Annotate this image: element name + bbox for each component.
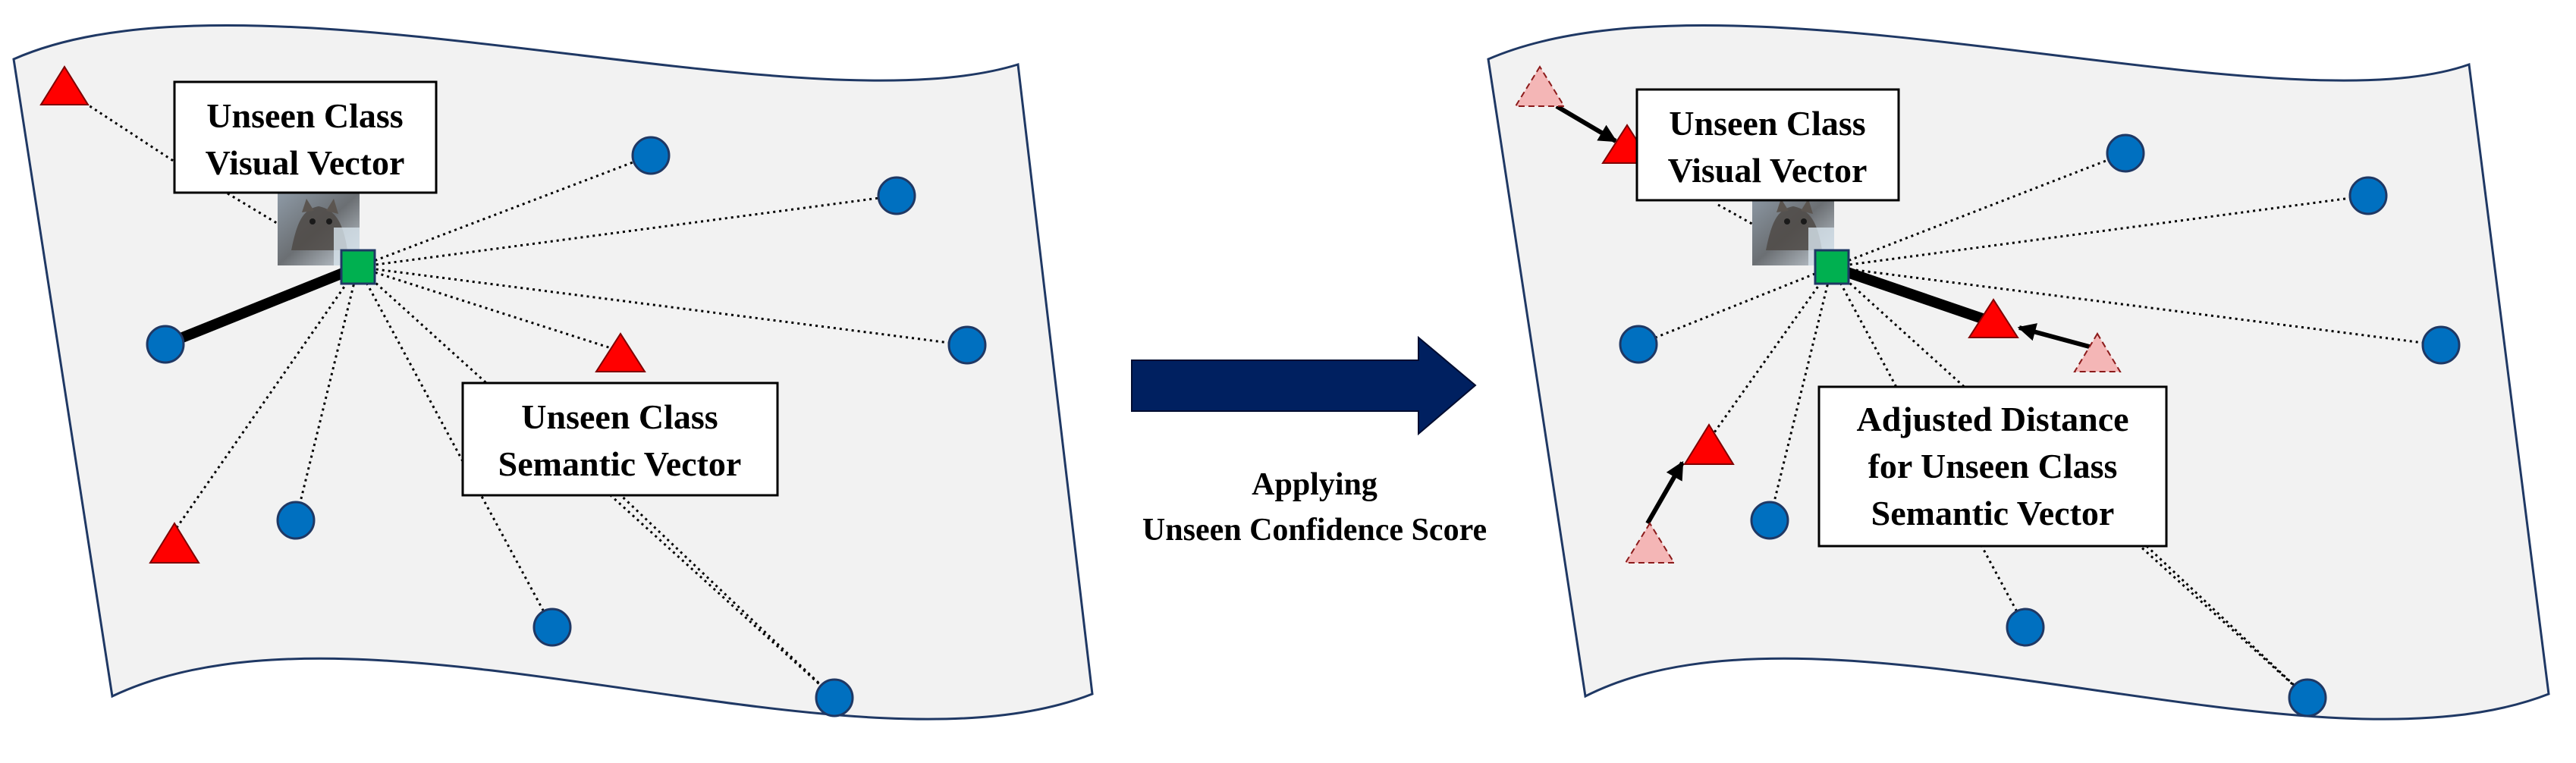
right-adjusted-distance-label: Adjusted Distance for Unseen Class Seman…	[1817, 385, 2168, 548]
original-unseen-triangle	[1624, 522, 1676, 564]
visual-label-line2: Visual Vector	[206, 143, 405, 182]
seen-class-circle	[2106, 133, 2145, 173]
visual-label-line1: Unseen Class	[206, 96, 403, 135]
adjusted-unseen-triangle	[1683, 423, 1735, 465]
original-unseen-triangle	[2073, 332, 2122, 372]
transition-arrow-icon	[1131, 335, 1477, 436]
right-adjustment-arrows	[1555, 104, 2093, 525]
adjusted-label-line1: Adjusted Distance	[1856, 400, 2128, 438]
seen-class-circle	[276, 501, 316, 540]
unseen-class-triangle	[39, 65, 90, 105]
seen-class-circle	[2348, 176, 2388, 215]
right-distance-lines	[1638, 152, 2442, 699]
seen-class-circle	[2006, 608, 2045, 647]
adjusted-label-line3: Semantic Vector	[1871, 494, 2115, 532]
adjusted-unseen-triangle	[1968, 298, 2019, 338]
seen-class-circle	[877, 176, 916, 215]
unseen-class-triangle	[595, 332, 646, 372]
right-cat-image-icon	[1752, 193, 1834, 265]
right-visual-vector-label: Unseen Class Visual Vector	[1635, 88, 1900, 202]
semantic-label-line1: Unseen Class	[521, 397, 718, 436]
transition-caption-line1: Applying	[1252, 467, 1378, 502]
query-square	[340, 249, 376, 285]
seen-class-circle	[947, 325, 987, 365]
right-original-triangles	[1514, 65, 2122, 564]
seen-class-circle	[631, 136, 671, 175]
seen-class-circle	[1750, 501, 1789, 540]
visual-label-line2: Visual Vector	[1668, 151, 1868, 190]
left-visual-vector-label: Unseen Class Visual Vector	[173, 80, 438, 194]
seen-class-circle	[815, 678, 854, 717]
transition-caption-line2: Unseen Confidence Score	[1142, 513, 1487, 548]
seen-class-circle	[146, 325, 185, 364]
right-seen-class-circles	[1619, 133, 2461, 717]
left-semantic-vector-label: Unseen Class Semantic Vector	[461, 382, 779, 497]
seen-class-circle	[2421, 325, 2461, 365]
query-square	[1814, 249, 1850, 285]
left-unseen-class-triangles	[39, 65, 646, 564]
left-panel: Unseen Class Visual Vector Unseen Class …	[12, 24, 1094, 721]
right-panel: Unseen Class Visual Vector Adjusted Dist…	[1487, 24, 2550, 721]
left-distance-lines	[64, 88, 968, 699]
seen-class-circle	[2288, 678, 2327, 717]
seen-class-circle	[532, 608, 572, 647]
transition: Applying Unseen Confidence Score	[1131, 335, 1487, 548]
left-cat-image-icon	[278, 193, 360, 265]
original-unseen-triangle	[1514, 65, 1566, 107]
semantic-label-line2: Semantic Vector	[498, 444, 742, 483]
adjusted-label-line2: for Unseen Class	[1868, 447, 2118, 485]
unseen-class-triangle	[149, 522, 200, 564]
seen-class-circle	[1619, 325, 1658, 364]
visual-label-line1: Unseen Class	[1669, 104, 1865, 143]
left-seen-class-circles	[146, 136, 987, 717]
